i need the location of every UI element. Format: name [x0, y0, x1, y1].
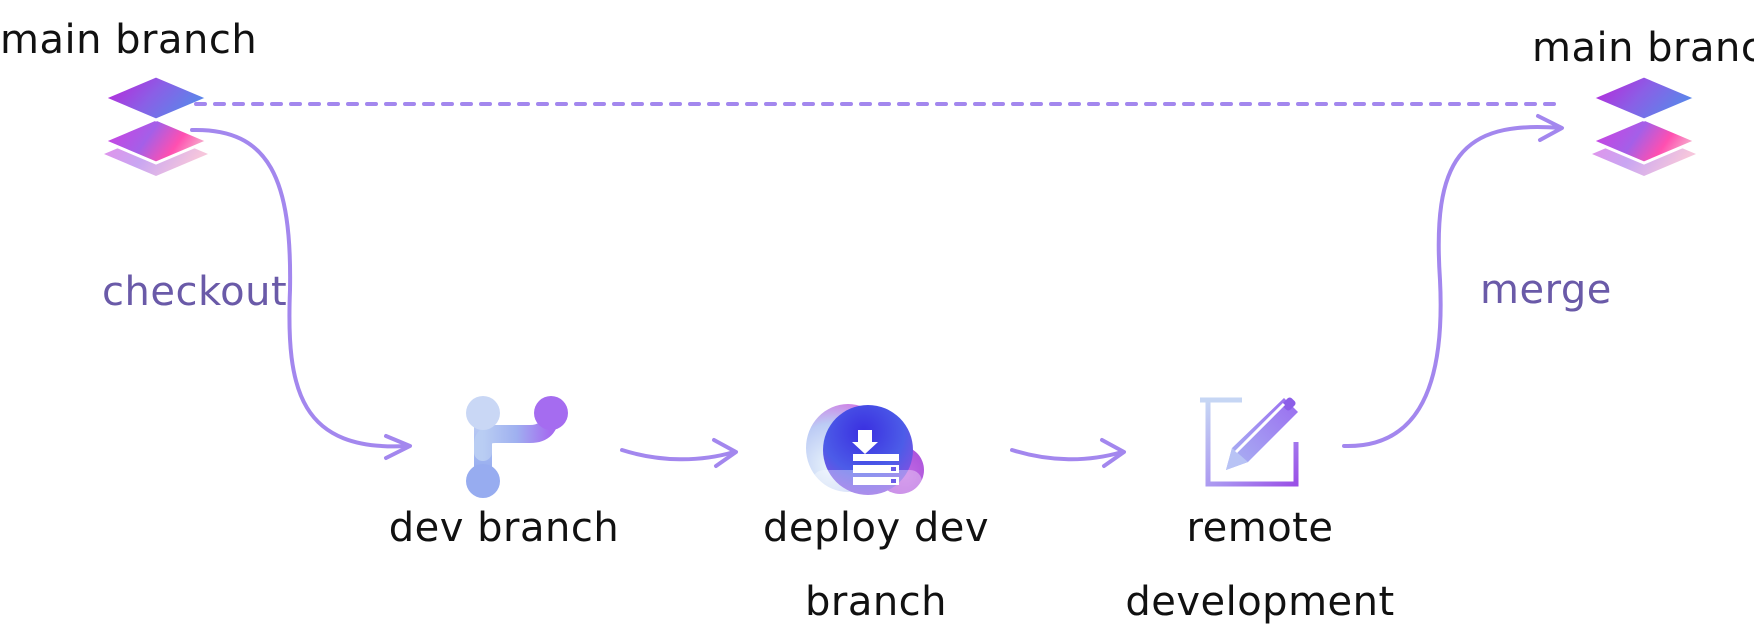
deploy-label-line2: branch [804, 579, 948, 625]
deploy-label-line1: deploy dev [762, 505, 990, 551]
dev-to-deploy-arrow [620, 438, 738, 468]
git-branch-icon [466, 396, 568, 498]
main-branch-end-label: main branch [1532, 25, 1754, 71]
cloud-server-icon [806, 404, 924, 496]
merge-label: merge [1480, 267, 1612, 313]
remote-label-line1: remote [1186, 505, 1334, 551]
dev-branch-label: dev branch [388, 505, 620, 551]
checkout-label: checkout [102, 269, 288, 315]
layers-icon [100, 74, 212, 176]
remote-label-line2: development [1125, 579, 1395, 625]
layers-icon [1588, 74, 1700, 176]
edit-pencil-icon [1200, 397, 1299, 487]
merge-arrow [1342, 114, 1564, 449]
checkout-arrow [190, 127, 412, 460]
deploy-to-remote-arrow [1010, 438, 1126, 468]
main-branch-start-label: main branch [0, 17, 258, 63]
